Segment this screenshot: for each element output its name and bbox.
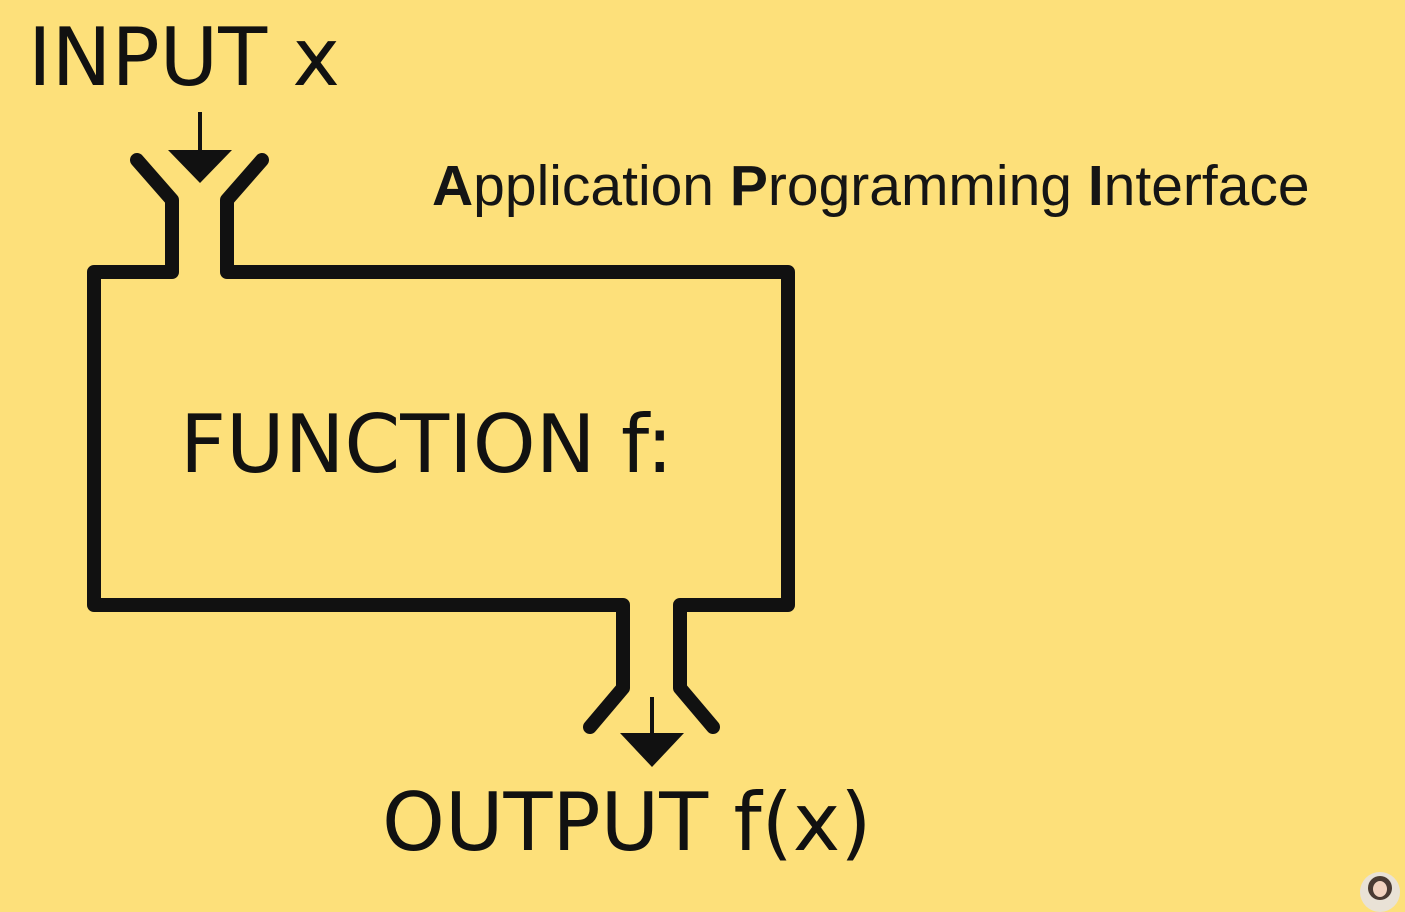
title-word-application: Application [432, 154, 714, 218]
avatar-icon [1360, 872, 1400, 912]
title-word-rest: pplication [473, 154, 715, 218]
function-box-outline [87, 153, 795, 734]
title-word-programming: Programming [730, 154, 1072, 218]
title-initial: A [432, 154, 474, 218]
title-initial: P [729, 154, 768, 218]
title-word-rest: nterface [1103, 154, 1310, 218]
function-label: FUNCTION f: [180, 398, 674, 491]
title-word-rest: rogramming [767, 154, 1072, 218]
arrow-down-icon [168, 112, 232, 183]
title-initial: I [1087, 154, 1104, 218]
title-word-interface: Interface [1088, 154, 1310, 218]
avatar-face [1373, 881, 1387, 897]
api-title: Application Programming Interface [432, 158, 1310, 215]
output-label: OUTPUT f(x) [382, 776, 872, 869]
input-label: INPUT x [28, 11, 340, 104]
arrow-down-icon [620, 697, 684, 767]
